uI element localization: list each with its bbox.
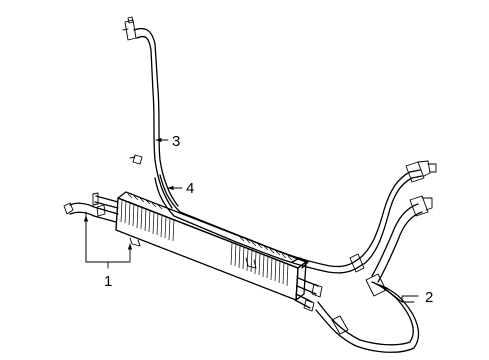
callout-1: 1	[83, 211, 133, 290]
left-fittings	[63, 192, 119, 223]
callout-3: 3	[155, 133, 180, 150]
callout-4: 4	[167, 180, 194, 197]
pipe-part-4	[154, 174, 364, 274]
callout-label-3: 3	[172, 133, 180, 150]
callout-label-4: 4	[186, 180, 194, 197]
callout-label-1: 1	[104, 273, 112, 290]
callout-2: 2	[381, 285, 433, 306]
callout-label-2: 2	[425, 289, 433, 306]
oil-cooler	[115, 191, 307, 301]
hose-part-2	[315, 160, 437, 353]
pipe-part-3	[122, 16, 179, 209]
